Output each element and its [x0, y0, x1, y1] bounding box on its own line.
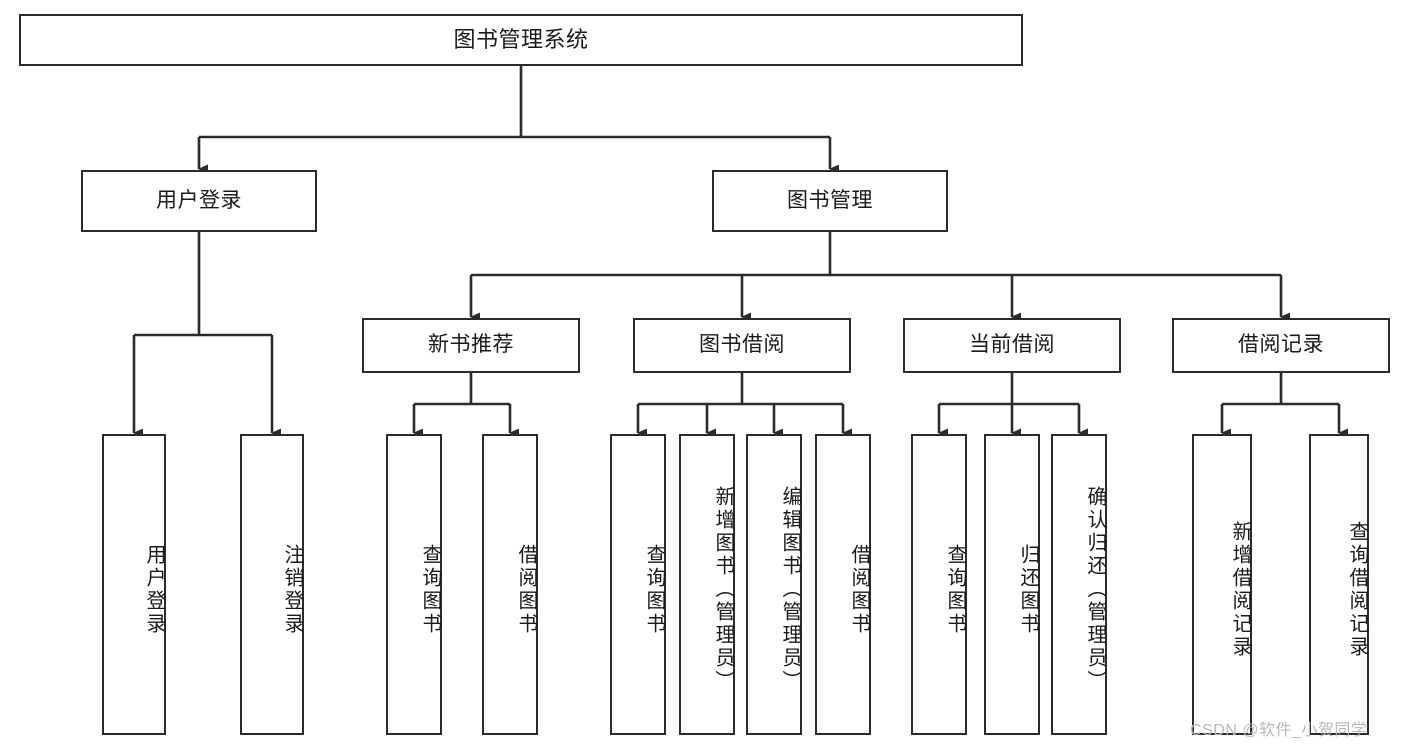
node-label: 查询图书 [419, 543, 441, 636]
node-label: 新增借阅记录 [1229, 520, 1251, 659]
connector-lines [132, 66, 1348, 438]
node-leaf-nb-borrow[interactable]: 借阅图书 [482, 434, 538, 735]
node-label: 借阅图书 [515, 543, 537, 636]
node-label: 图书管理系统 [453, 27, 589, 53]
node-login[interactable]: 用户登录 [81, 170, 317, 232]
node-newbook[interactable]: 新书推荐 [362, 318, 580, 373]
node-leaf-bo-query[interactable]: 查询图书 [610, 434, 666, 735]
node-label: 借阅记录 [1238, 333, 1324, 357]
node-leaf-bo-borrow[interactable]: 借阅图书 [815, 434, 871, 735]
node-label: 新书推荐 [428, 333, 514, 357]
node-borrow[interactable]: 图书借阅 [633, 318, 851, 373]
node-label: 归还图书 [1017, 543, 1039, 636]
node-label: 新增图书（管理员） [712, 486, 734, 693]
node-label: 用户登录 [143, 543, 165, 636]
node-records[interactable]: 借阅记录 [1172, 318, 1390, 373]
node-leaf-login[interactable]: 用户登录 [102, 434, 166, 735]
node-label: 图书管理 [787, 188, 873, 212]
node-label: 编辑图书（管理员） [779, 486, 801, 693]
node-leaf-re-add[interactable]: 新增借阅记录 [1192, 434, 1252, 735]
node-leaf-logout[interactable]: 注销登录 [240, 434, 304, 735]
node-leaf-cu-query[interactable]: 查询图书 [911, 434, 967, 735]
node-current[interactable]: 当前借阅 [903, 318, 1121, 373]
node-leaf-bo-add[interactable]: 新增图书（管理员） [679, 434, 735, 735]
node-label: 借阅图书 [848, 543, 870, 636]
node-label: 查询图书 [944, 543, 966, 636]
node-leaf-re-query[interactable]: 查询借阅记录 [1309, 434, 1369, 735]
node-leaf-cu-confirm[interactable]: 确认归还（管理员） [1051, 434, 1107, 735]
node-label: 确认归还（管理员） [1084, 486, 1106, 693]
node-label: 查询借阅记录 [1346, 520, 1368, 659]
node-leaf-cu-return[interactable]: 归还图书 [984, 434, 1040, 735]
node-label: 查询图书 [643, 543, 665, 636]
watermark: CSDN @软件_小贺同学 [1190, 722, 1368, 739]
node-bookmgmt[interactable]: 图书管理 [712, 170, 948, 232]
node-root[interactable]: 图书管理系统 [19, 14, 1023, 66]
node-label: 注销登录 [281, 543, 303, 636]
node-label: 图书借阅 [699, 333, 785, 357]
node-leaf-bo-edit[interactable]: 编辑图书（管理员） [746, 434, 802, 735]
node-label: 当前借阅 [969, 333, 1055, 357]
node-leaf-nb-query[interactable]: 查询图书 [386, 434, 442, 735]
node-label: 用户登录 [156, 188, 242, 212]
